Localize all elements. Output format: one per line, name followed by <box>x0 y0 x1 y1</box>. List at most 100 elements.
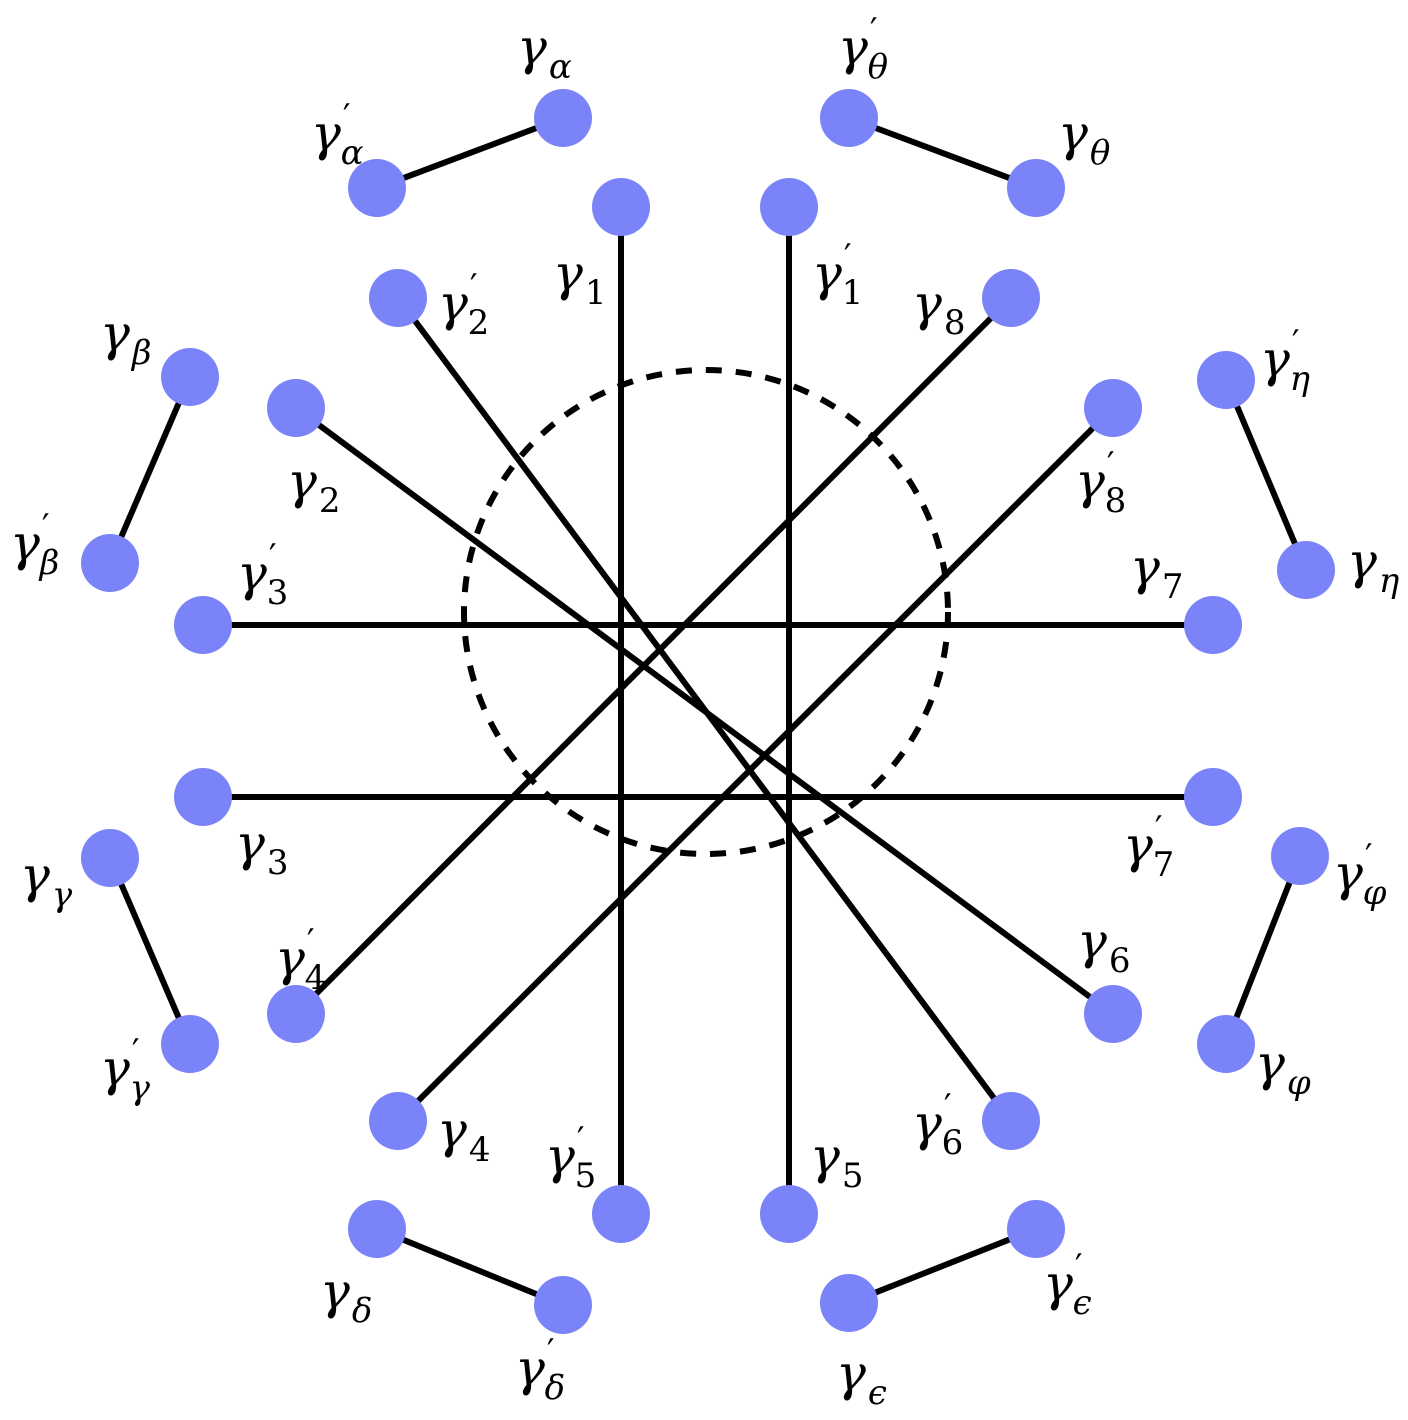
label-g8: γ8 <box>912 274 966 343</box>
pairing-lines-layer <box>107 115 1309 1308</box>
label-prime: ′ <box>42 507 50 547</box>
label-prime: ′ <box>269 537 277 577</box>
label-base: γ <box>812 244 842 302</box>
node-ggp <box>161 1015 219 1073</box>
label-geta: γη <box>1347 532 1400 601</box>
outer-bond-eta <box>1223 378 1309 572</box>
label-prime: ′ <box>132 1032 140 1072</box>
label-g5: γ5 <box>810 1127 864 1196</box>
label-base: γ <box>1260 330 1290 388</box>
label-subscript: δ <box>545 1368 565 1408</box>
label-subscript: ϵ <box>868 1373 887 1413</box>
label-prime: ′ <box>1155 809 1163 849</box>
label-base: γ <box>437 1101 467 1159</box>
node-geps <box>820 1274 878 1332</box>
inner-line-6 <box>294 405 1115 1017</box>
node-gepsp <box>1007 1200 1065 1258</box>
node-gd <box>348 1200 406 1258</box>
label-base: γ <box>836 1344 866 1402</box>
node-g4p <box>267 985 325 1043</box>
node-gth <box>1007 159 1065 217</box>
label-subscript: γ <box>52 875 73 915</box>
node-g3p <box>174 596 232 654</box>
label-g1: γ1 <box>553 244 607 313</box>
label-g1p: γ′1 <box>812 237 863 313</box>
label-base: γ <box>912 274 942 332</box>
node-g2p <box>369 269 427 327</box>
label-base: γ <box>235 814 265 872</box>
label-subscript: 1 <box>585 273 607 313</box>
node-g6 <box>982 1092 1040 1150</box>
label-subscript: θ <box>1090 133 1110 173</box>
label-subscript: 7 <box>1153 845 1175 885</box>
nodes-layer <box>81 89 1335 1334</box>
label-base: γ <box>1075 452 1105 510</box>
label-subscript: θ <box>868 47 888 87</box>
node-ga <box>534 89 592 147</box>
label-prime: ′ <box>577 1120 585 1160</box>
label-subscript: η <box>1290 359 1311 399</box>
label-subscript: 3 <box>267 573 289 613</box>
label-ggp: γ′γ <box>100 1032 151 1108</box>
node-g7 <box>1184 596 1242 654</box>
node-gg <box>81 829 139 887</box>
label-base: γ <box>810 1127 840 1185</box>
node-g5p <box>592 1185 650 1243</box>
label-prime: ′ <box>1292 323 1300 363</box>
label-base: γ <box>237 544 267 602</box>
label-prime: ′ <box>343 97 351 137</box>
inner-line-4 <box>293 295 1014 1017</box>
label-subscript: 6 <box>942 1123 964 1163</box>
label-base: γ <box>1077 912 1107 970</box>
node-gbp <box>81 534 139 592</box>
label-prime: ′ <box>1365 837 1373 877</box>
label-gphip: γ′φ <box>1333 837 1387 913</box>
label-g4p: γ′4 <box>275 922 326 998</box>
label-g7p: γ′7 <box>1123 809 1174 885</box>
label-base: γ <box>1123 816 1153 874</box>
label-base: γ <box>311 104 341 162</box>
label-geps: γϵ <box>836 1344 887 1413</box>
label-base: γ <box>320 1262 350 1320</box>
node-g6p <box>1084 985 1142 1043</box>
outer-bond-gamma <box>107 856 193 1046</box>
label-g6p: γ′6 <box>912 1087 963 1163</box>
label-base: γ <box>1255 1034 1285 1092</box>
label-base: γ <box>1333 844 1363 902</box>
node-g3 <box>174 768 232 826</box>
label-subscript: φ <box>1287 1063 1311 1103</box>
label-base: γ <box>10 514 40 572</box>
center-region-layer <box>461 367 951 857</box>
label-g4: γ4 <box>437 1101 491 1170</box>
label-gb: γβ <box>100 304 152 373</box>
node-g8p <box>1084 379 1142 437</box>
node-g7p <box>1184 768 1242 826</box>
outer-bond-delta <box>375 1226 565 1308</box>
label-subscript: 5 <box>842 1156 864 1196</box>
label-base: γ <box>545 1127 575 1185</box>
outer-bond-phi <box>1223 854 1303 1046</box>
outer-bond-alpha <box>375 115 565 191</box>
label-base: γ <box>1347 532 1377 590</box>
label-gbp: γ′β <box>10 507 59 583</box>
label-gthp: γ′θ <box>838 11 888 87</box>
label-gphi: γφ <box>1255 1034 1311 1103</box>
label-subscript: 5 <box>575 1156 597 1196</box>
node-g8 <box>982 269 1040 327</box>
label-subscript: η <box>1379 561 1400 601</box>
label-subscript: 2 <box>468 303 490 343</box>
label-prime: ′ <box>470 267 478 307</box>
label-base: γ <box>100 1039 130 1097</box>
label-gdp: γ′δ <box>515 1332 565 1408</box>
node-gphi <box>1197 1015 1255 1073</box>
label-subscript: 8 <box>1105 481 1127 521</box>
label-gap: γ′α <box>311 97 364 173</box>
label-subscript: φ <box>1363 873 1387 913</box>
label-base: γ <box>1130 538 1160 596</box>
label-ga: γα <box>517 18 572 87</box>
inner-line-8 <box>395 405 1116 1124</box>
label-g8p: γ′8 <box>1075 445 1126 521</box>
label-subscript: 4 <box>305 958 327 998</box>
label-subscript: γ <box>130 1068 151 1108</box>
